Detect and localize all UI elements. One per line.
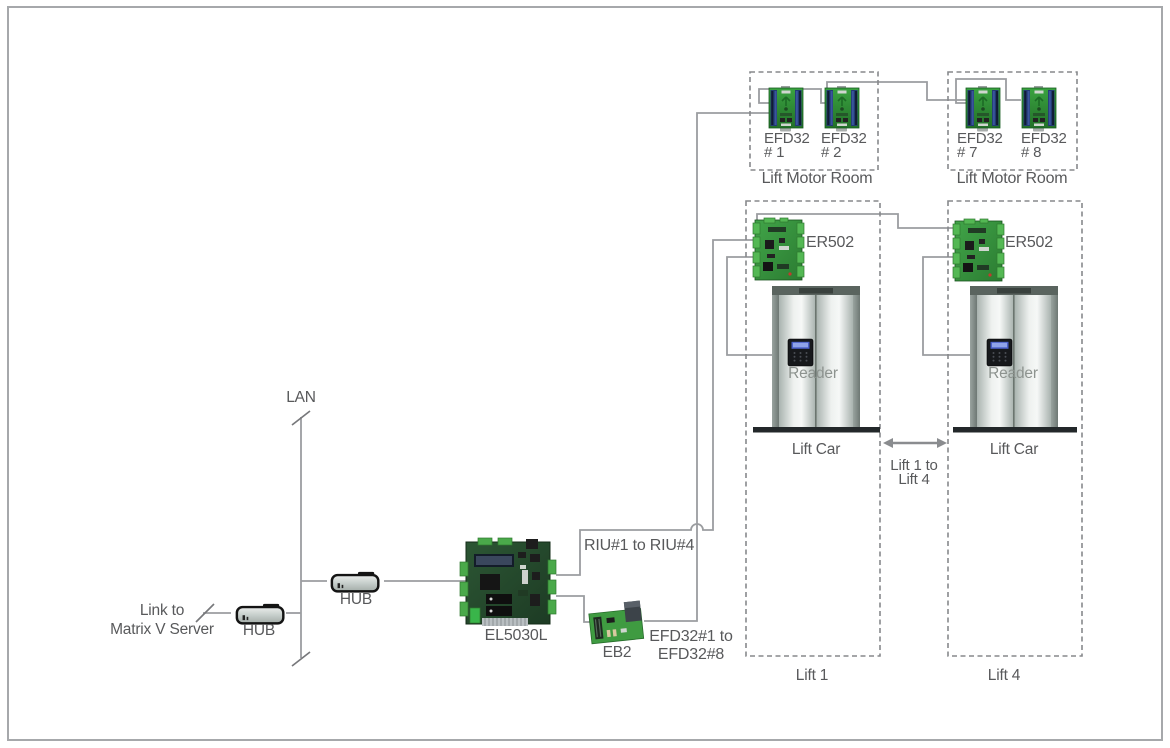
lift-4-label: Lift 4 xyxy=(987,667,1021,684)
reader-device-1 xyxy=(787,338,814,367)
efd32-board-1 xyxy=(768,85,804,133)
efd32-board-8 xyxy=(1021,85,1057,133)
server-link-break-tick xyxy=(195,603,215,623)
diagram-border xyxy=(7,6,1163,741)
efd32-board-7 xyxy=(965,85,1001,133)
lift-range-label-line1: Lift 1 to xyxy=(890,457,938,474)
server-link-label-line1: Link to xyxy=(139,602,185,619)
lan-break-tick-top xyxy=(291,410,311,426)
er502-board-1 xyxy=(752,217,805,281)
hub-left-device xyxy=(235,602,285,625)
lift-range-label-line2: Lift 4 xyxy=(898,471,930,488)
motor-room-1-label: Lift Motor Room xyxy=(761,170,873,187)
efd32-8-model-label: EFD32 xyxy=(1021,130,1067,147)
hub-left-label: HUB xyxy=(242,622,276,639)
efd32-2-model-label: EFD32 xyxy=(821,130,867,147)
efd32-board-2 xyxy=(824,85,860,133)
lift-floor-2 xyxy=(953,427,1077,433)
el5030l-label: EL5030L xyxy=(484,627,548,644)
lan-label: LAN xyxy=(286,389,316,406)
lift-car-2-label: Lift Car xyxy=(989,441,1039,458)
motor-room-2-label: Lift Motor Room xyxy=(956,170,1068,187)
er502-2-to-reader-wire xyxy=(922,256,987,356)
efd32-7-model-label: EFD32 xyxy=(957,130,1003,147)
lift-floor-1 xyxy=(753,427,880,433)
reader-device-2 xyxy=(986,338,1013,367)
server-link-label-line2: Matrix V Server xyxy=(110,621,214,638)
efd7-to-efd8-wire xyxy=(955,78,1021,104)
er502-2-label: ER502 xyxy=(1005,234,1053,251)
hub-right-device xyxy=(330,570,380,593)
lan-break-tick-bottom xyxy=(291,651,311,667)
efd32-7-number-label: # 7 xyxy=(957,144,978,161)
reader-2-label: Reader xyxy=(988,365,1038,382)
er502-board-2 xyxy=(952,218,1005,282)
riu-bus-label: RIU#1 to RIU#4 xyxy=(584,537,695,554)
riu-bus-wire xyxy=(556,239,755,576)
er502-daisy-chain-wire xyxy=(756,213,955,229)
reader-1-label: Reader xyxy=(788,365,838,382)
el5030l-board xyxy=(459,537,557,627)
efd-bus-label-line1: EFD32#1 to xyxy=(649,628,733,645)
controller-to-eb2-wire xyxy=(556,595,590,623)
lift-4-box xyxy=(947,200,1083,657)
lift-door-1 xyxy=(772,286,860,432)
motor-room-2-box xyxy=(947,71,1078,171)
lift-1-label: Lift 1 xyxy=(795,667,829,684)
efd-bus-wire xyxy=(644,112,771,622)
efd-bus-label-line2: EFD32#8 xyxy=(657,646,725,663)
eb2-label: EB2 xyxy=(602,644,632,661)
lift-car-1-label: Lift Car xyxy=(791,441,841,458)
efd32-1-number-label: # 1 xyxy=(764,144,785,161)
hub-right-label: HUB xyxy=(339,591,373,608)
motor-room-1-box xyxy=(749,71,879,171)
efd32-2-number-label: # 2 xyxy=(821,144,842,161)
efd32-8-number-label: # 8 xyxy=(1021,144,1042,161)
lift-door-2 xyxy=(970,286,1058,432)
er502-1-label: ER502 xyxy=(806,234,854,251)
lift-range-arrow xyxy=(883,438,947,448)
efd32-1-model-label: EFD32 xyxy=(764,130,810,147)
efd2-to-room2-wire xyxy=(826,81,966,101)
er502-1-to-reader-wire xyxy=(726,256,788,356)
